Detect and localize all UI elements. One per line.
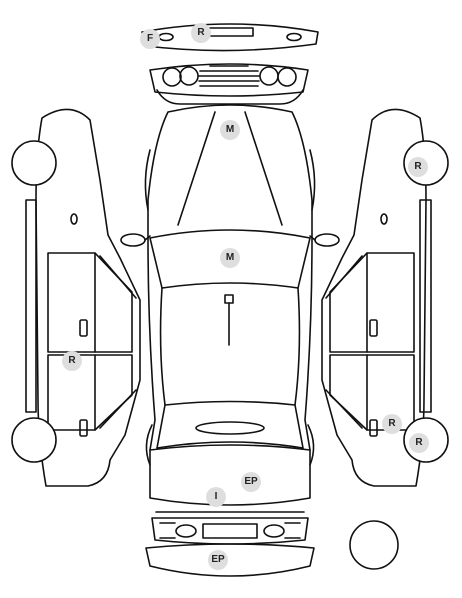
damage-marker-trunk-i: I bbox=[206, 487, 226, 507]
damage-marker-front-bumper-r: R bbox=[191, 23, 211, 43]
damage-marker-rear-bumper-ep: EP bbox=[208, 550, 228, 570]
spare-wheel bbox=[349, 520, 399, 570]
front-bumper-view bbox=[141, 23, 319, 52]
rear-lights-view bbox=[151, 511, 309, 545]
damage-marker-right-rear-door: R bbox=[382, 414, 402, 434]
damage-marker-hood: M bbox=[220, 120, 240, 140]
damage-marker-left-rear-door: R bbox=[62, 351, 82, 371]
damage-marker-trunk-ep: EP bbox=[241, 472, 261, 492]
damage-marker-right-rear-wheel: R bbox=[409, 433, 429, 453]
damage-marker-windshield: M bbox=[220, 248, 240, 268]
rear-bumper-view bbox=[145, 543, 315, 577]
left-side-view bbox=[11, 108, 141, 487]
car-top-view bbox=[120, 104, 340, 506]
damage-marker-right-front-wheel: R bbox=[408, 157, 428, 177]
front-grille-view bbox=[149, 63, 309, 105]
damage-marker-front-bumper-f: F bbox=[140, 29, 160, 49]
